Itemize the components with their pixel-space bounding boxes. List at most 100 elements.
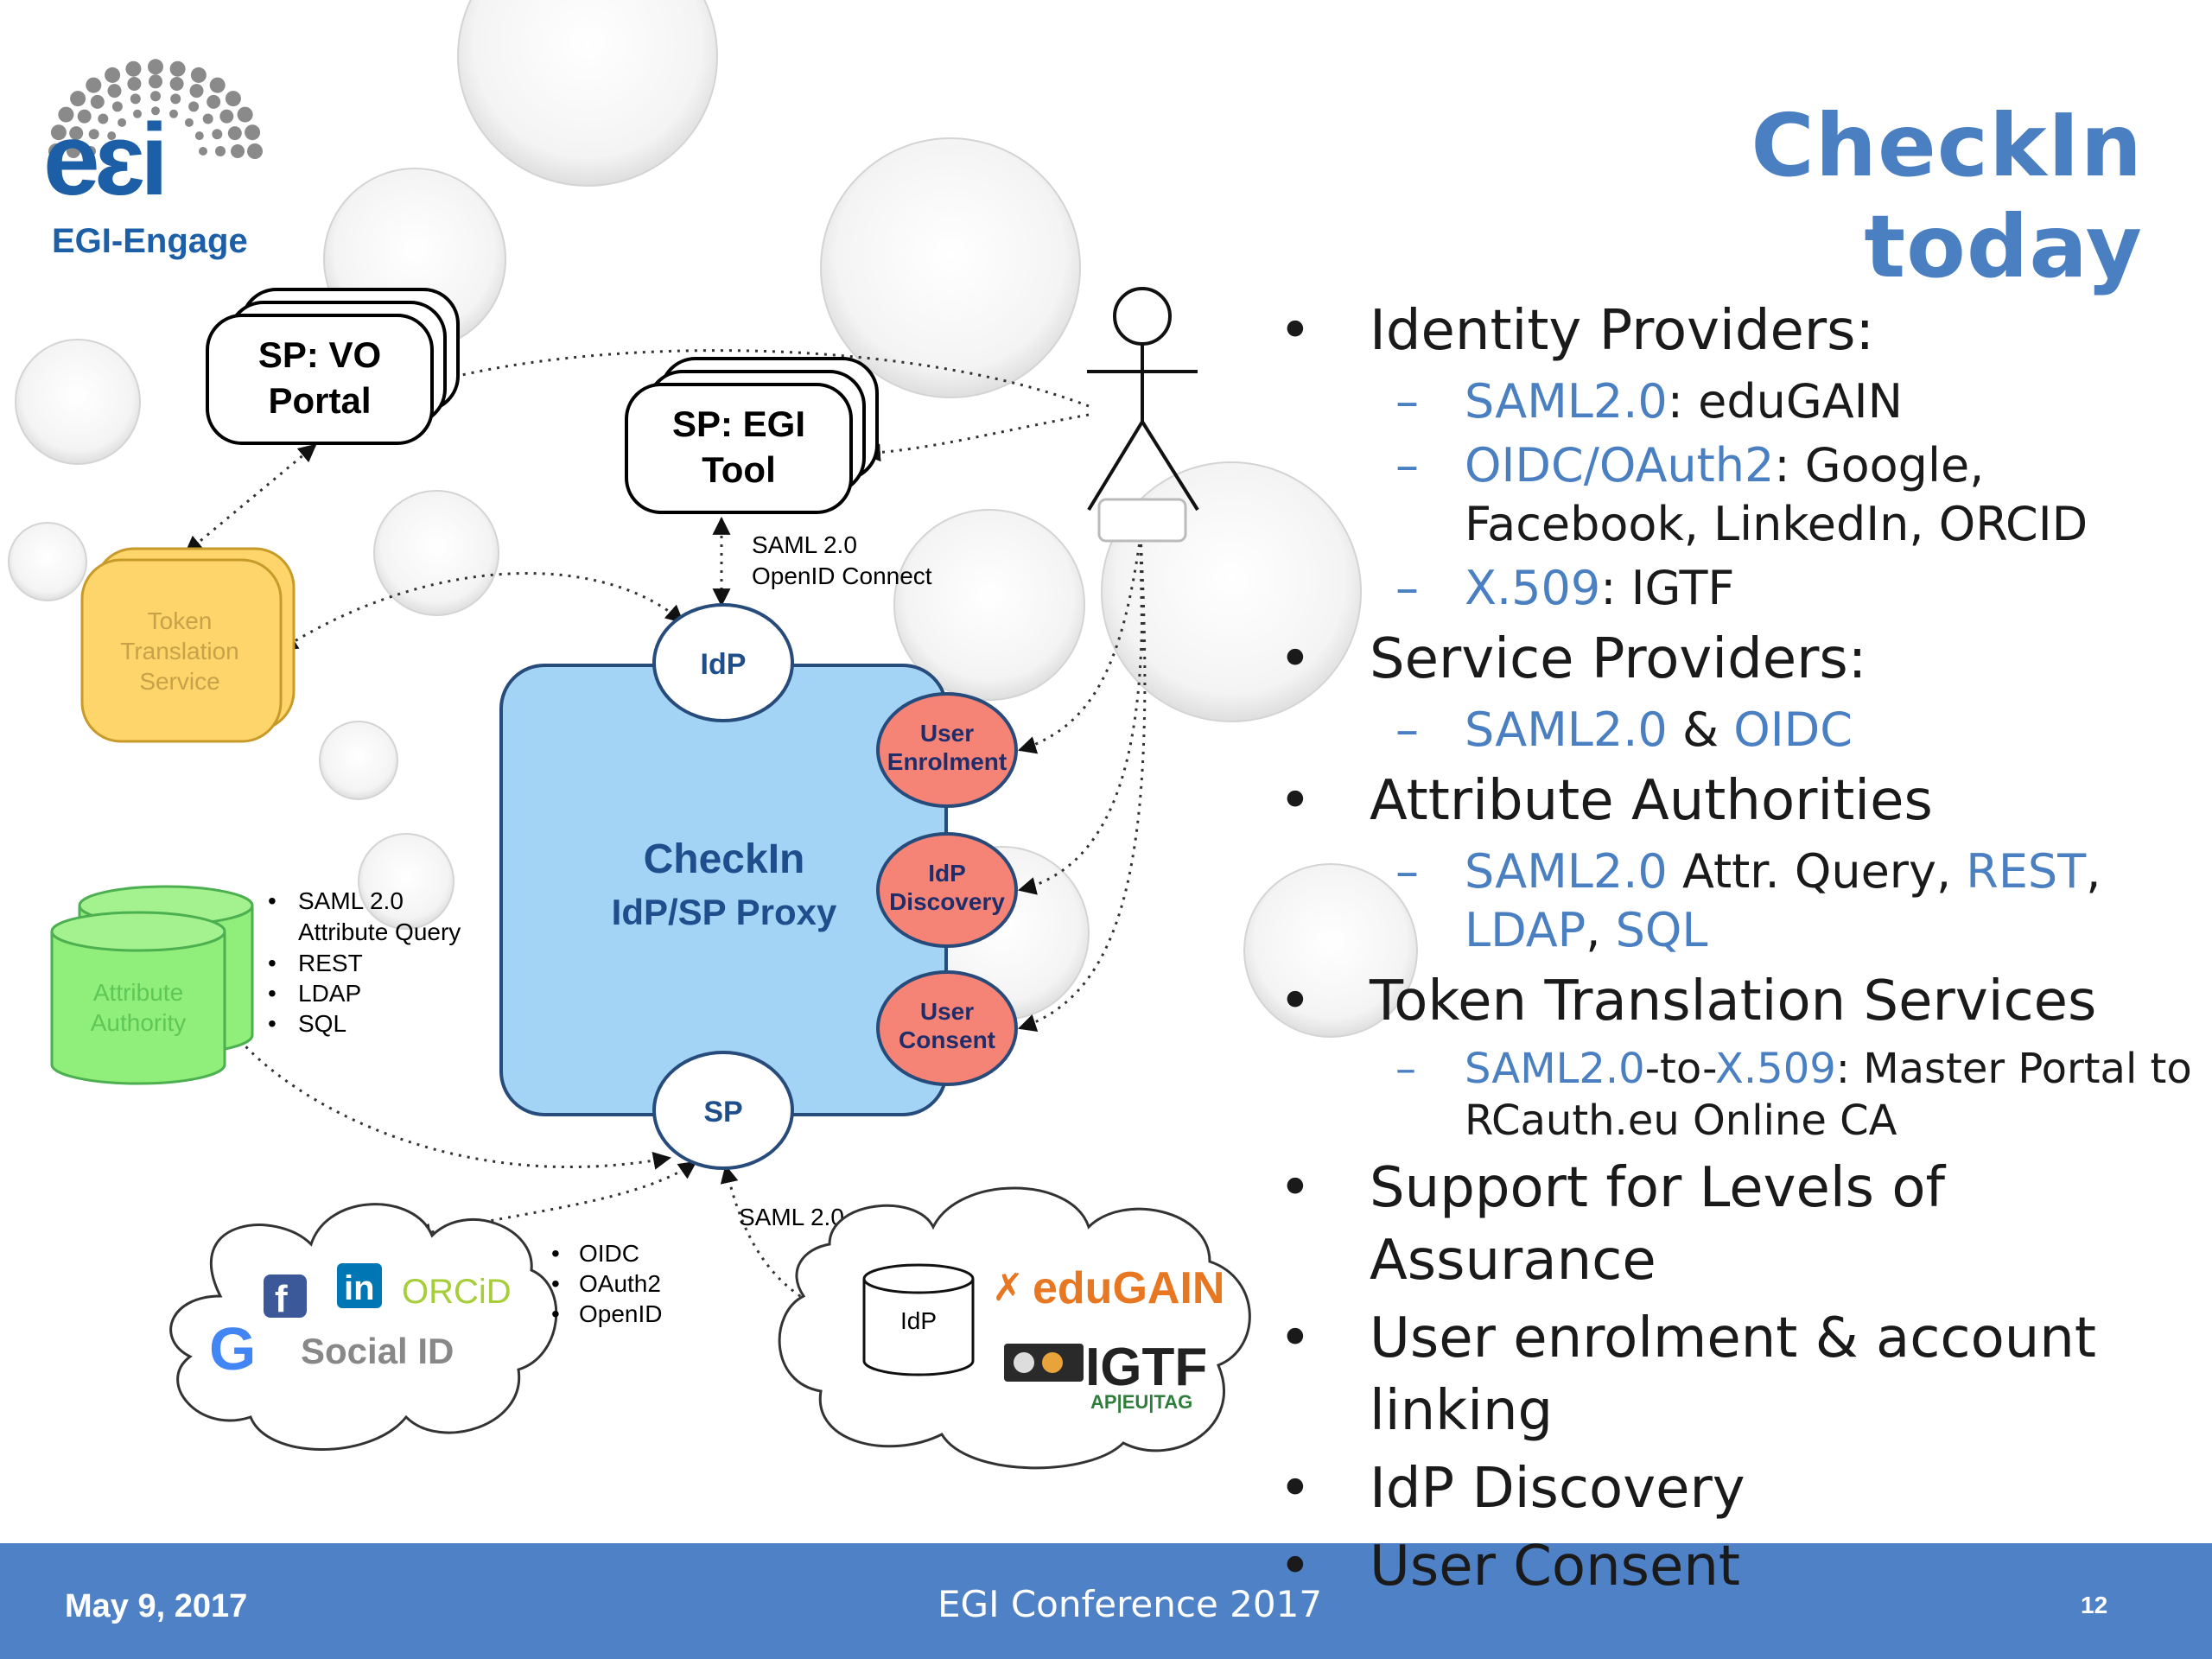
cloud-idp-label: IdP — [900, 1307, 937, 1334]
logo-dot — [245, 124, 261, 141]
sub-bullet-text: & — [1667, 702, 1734, 757]
uc-line1: User — [920, 998, 974, 1025]
aa-protocol-sql: SQL — [298, 1010, 346, 1037]
logo-dot — [189, 84, 204, 99]
logo-dot — [90, 94, 105, 109]
sp-egi-tool: SP: EGI Tool — [625, 357, 879, 514]
sub-bullet-item: SAML2.0-to-X.509: Master Portal to RCaut… — [1279, 1043, 2195, 1147]
aa-protocol-list: • SAML 2.0 Attribute Query • REST • LDAP… — [268, 887, 461, 1037]
logo-dot — [67, 144, 80, 158]
aa-protocol-rest: REST — [298, 950, 363, 976]
sp-egi-line2: Tool — [702, 449, 776, 490]
bullet-list: Identity Providers:SAML2.0: eduGAINOIDC/… — [1279, 289, 2195, 1603]
edugain-logo: eduGAIN — [1033, 1263, 1224, 1313]
logo-text: EGI-Engage — [52, 222, 248, 260]
sub-bullet-text: -to- — [1644, 1045, 1716, 1093]
sp-label: SP — [703, 1096, 742, 1128]
edugain-star-icon: ✗ — [992, 1267, 1024, 1309]
logo-dot — [118, 118, 127, 127]
logo-dot — [247, 143, 263, 159]
bullet-item: Attribute Authorities — [1279, 765, 2195, 837]
tts-line1: Token — [148, 607, 213, 634]
sub-bullet-item: SAML2.0 Attr. Query, REST, LDAP, SQL — [1279, 842, 2195, 960]
logo-dot — [169, 109, 178, 118]
idp-label: IdP — [701, 648, 747, 681]
svg-text:•: • — [268, 980, 276, 1007]
igtf-logo: IGTF — [1085, 1338, 1207, 1397]
sub-bullet-text: Attr. Query, — [1667, 844, 1967, 899]
cloud-saml-label: SAML 2.0 — [739, 1204, 844, 1230]
highlighted-term: OIDC/OAuth2 — [1465, 438, 1775, 493]
bullet-item: User Consent — [1279, 1530, 2195, 1603]
highlighted-term: SAML2.0 — [1465, 702, 1668, 757]
highlighted-term: SAML2.0 — [1465, 374, 1668, 429]
logo-dot — [48, 143, 64, 159]
aa-protocol-saml: SAML 2.0 — [298, 887, 404, 914]
sp-egi-protocol-oidc: OpenID Connect — [752, 563, 932, 589]
logo-dot — [219, 109, 234, 124]
svg-text:•: • — [268, 950, 276, 976]
logo-dot — [231, 144, 245, 158]
footer-date: May 9, 2017 — [65, 1588, 248, 1624]
logo-dot — [150, 91, 161, 102]
social-protocol-openid: OpenID — [579, 1300, 663, 1327]
linkedin-icon — [337, 1263, 382, 1308]
ue-line1: User — [920, 720, 974, 747]
logo-dot — [107, 131, 117, 141]
logo-dot — [58, 106, 74, 123]
logo-dot — [133, 109, 142, 118]
aa-line2: Authority — [91, 1009, 187, 1036]
logo-dot — [149, 74, 162, 89]
logo-dot — [98, 113, 109, 124]
logo-dot — [125, 60, 142, 77]
aa-protocol-attrquery: Attribute Query — [298, 918, 461, 945]
logo-dot — [194, 131, 204, 141]
sub-bullet-text: : Master Portal to RCauth.eu Online CA — [1465, 1045, 2192, 1145]
logo-dot — [127, 77, 142, 91]
logo-dot — [151, 106, 160, 116]
social-protocol-oauth2: OAuth2 — [579, 1270, 661, 1297]
idd-line2: Discovery — [889, 888, 1005, 915]
logo-dot — [111, 101, 123, 112]
logo-dot — [215, 146, 226, 156]
sub-bullet-text: , — [1586, 903, 1616, 957]
social-protocol-list: • OIDC • OAuth2 • OpenID — [551, 1240, 663, 1327]
logo-dot — [209, 77, 226, 93]
ue-line2: Enrolment — [887, 748, 1007, 775]
footer-conference: EGI Conference 2017 — [938, 1583, 1323, 1625]
logo-dot — [130, 93, 141, 105]
igtf-subtitle: AP|EU|TAG — [1090, 1391, 1192, 1413]
bullet-item: Identity Providers: — [1279, 295, 2195, 367]
svg-text:•: • — [551, 1240, 560, 1267]
logo-dot — [86, 77, 102, 93]
user-figure-icon — [1087, 287, 1199, 543]
idd-line1: IdP — [928, 860, 966, 887]
egi-logo: eɛi EGI-Engage — [43, 59, 263, 260]
facebook-glyph: f — [275, 1278, 288, 1320]
logo-dot — [237, 106, 253, 123]
sp-oval: SP — [652, 1051, 794, 1170]
logo-dot — [86, 146, 96, 156]
sub-bullet-text: : Google, Facebook, LinkedIn, ORCID — [1465, 438, 2088, 551]
bullet-item: Support for Levels of Assurance — [1279, 1152, 2195, 1297]
bullet-item: Service Providers: — [1279, 623, 2195, 696]
logo-dot — [184, 118, 194, 127]
slide-title: CheckIn today — [1751, 95, 2143, 297]
logo-dot — [70, 91, 86, 107]
idp-discovery-oval: IdP Discovery — [876, 832, 1018, 948]
logo-dot — [188, 101, 200, 112]
svg-text:•: • — [551, 1270, 560, 1297]
logo-dot — [202, 113, 213, 124]
logo-dot — [77, 109, 92, 124]
highlighted-term: SAML2.0 — [1465, 1045, 1645, 1093]
logo-dot — [225, 91, 241, 107]
bullet-item: IdP Discovery — [1279, 1452, 2195, 1525]
proxy-line2: IdP/SP Proxy — [612, 892, 837, 932]
uc-line2: Consent — [899, 1027, 995, 1053]
sub-bullet-text: : IGTF — [1600, 561, 1735, 615]
logo-dot — [69, 126, 84, 141]
sp-vo-line2: Portal — [268, 380, 371, 421]
sp-vo-line1: SP: VO — [258, 334, 381, 375]
